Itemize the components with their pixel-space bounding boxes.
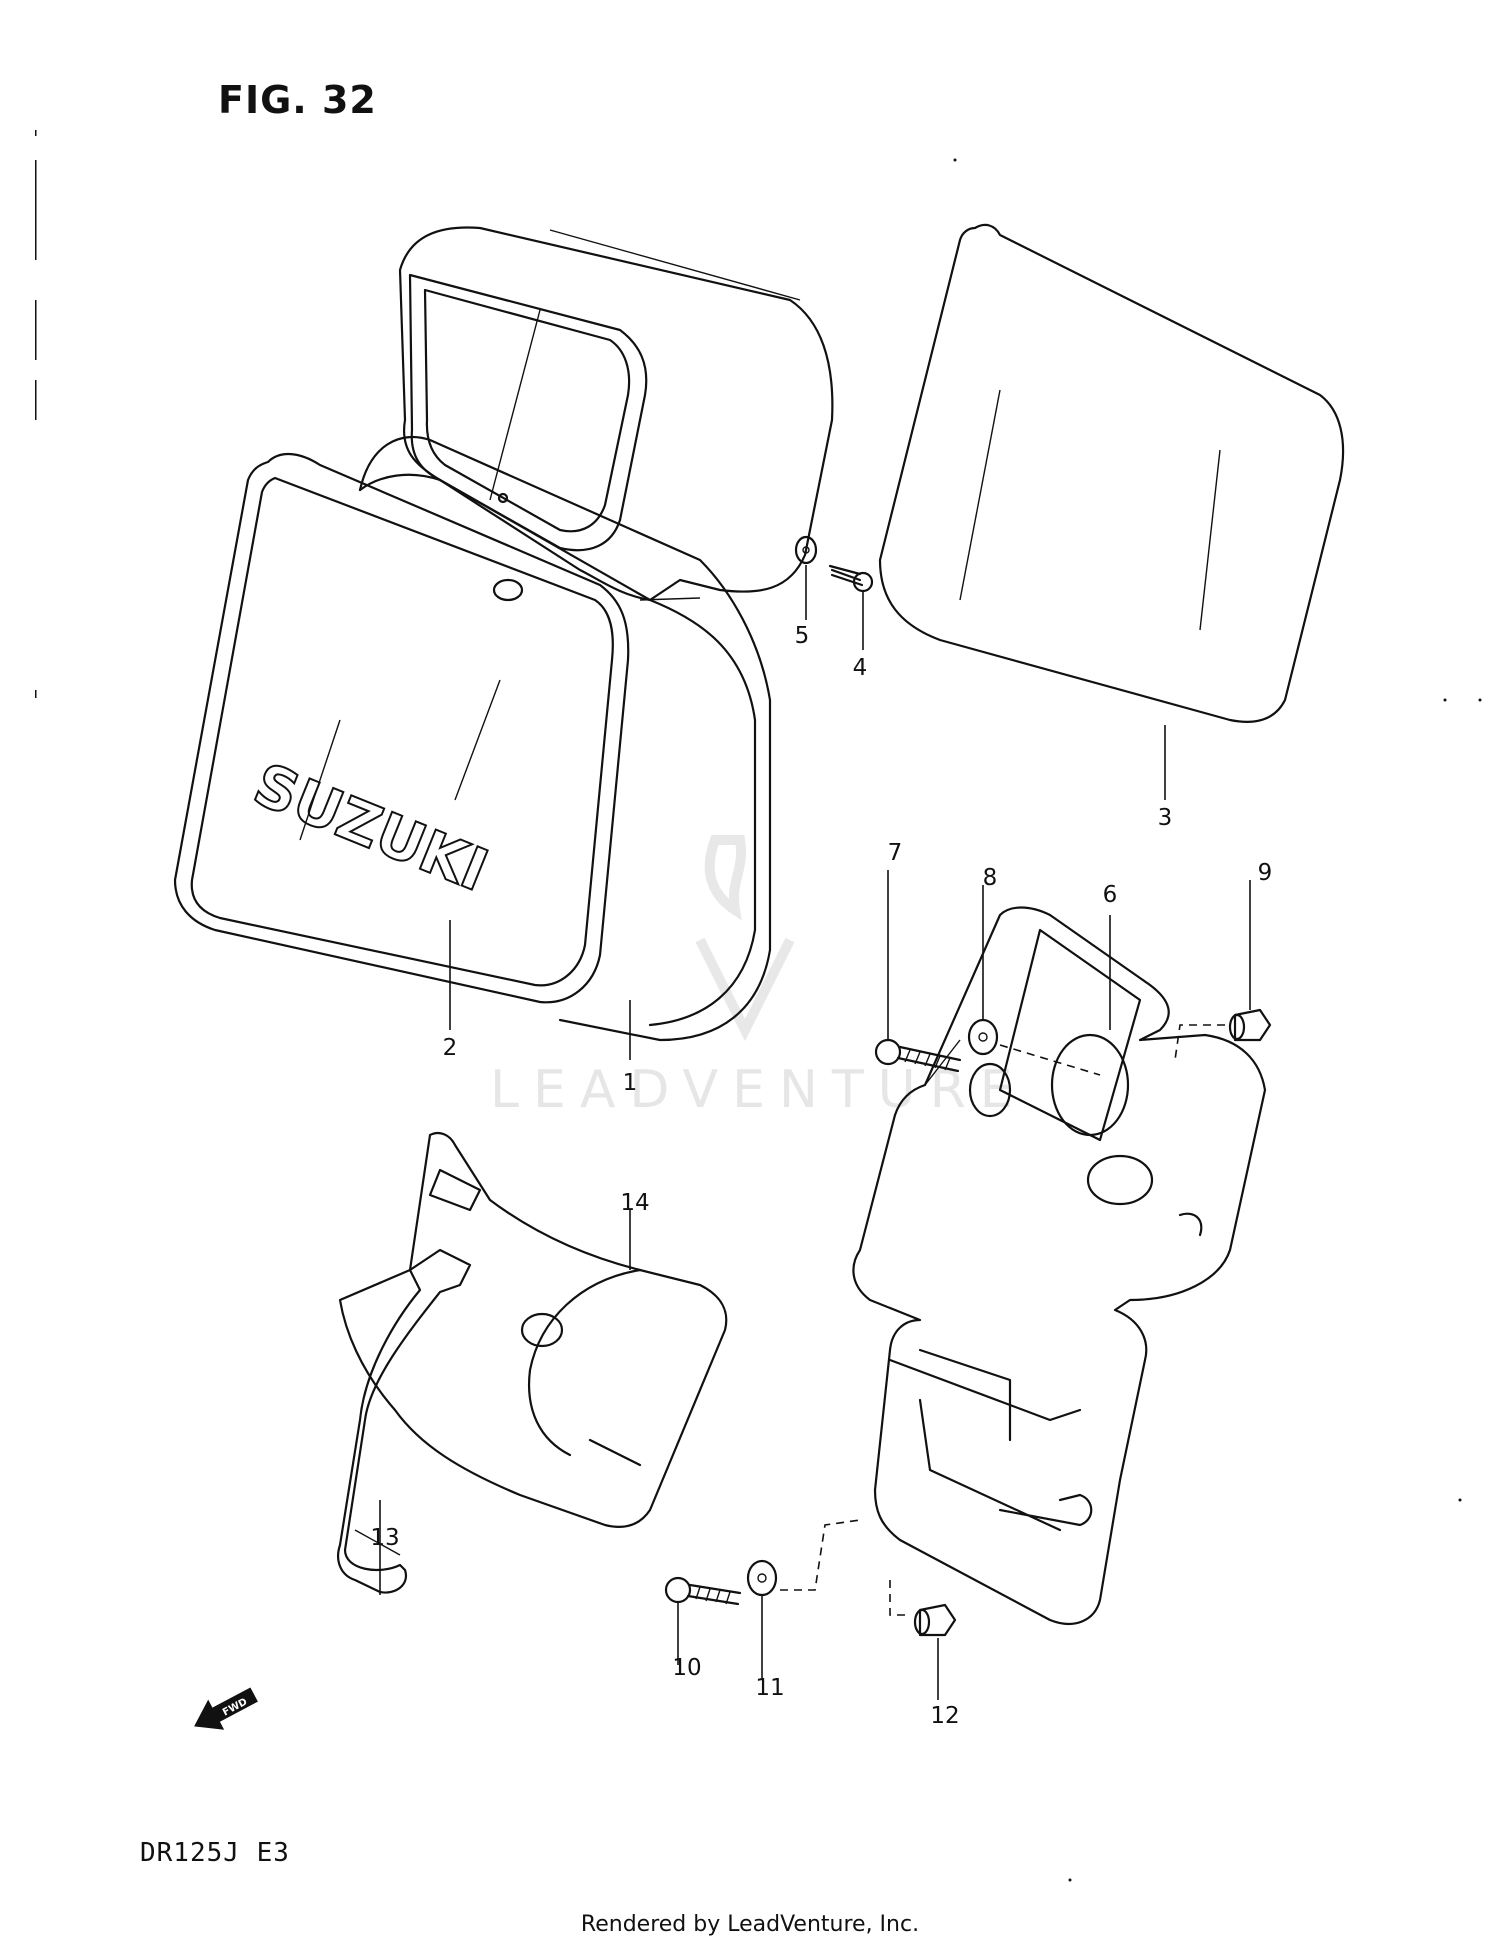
callout-8: 8 [983,865,998,891]
part-4-screw [828,564,874,650]
callout-3: 3 [1158,805,1173,831]
footer-credit: Rendered by LeadVenture, Inc. [580,1912,920,1937]
part-2-front-plate-cover: SUZUKI [173,453,630,1004]
fwd-arrow-icon: FWD [194,1687,258,1730]
model-code: DR125J E3 [140,1838,290,1868]
callout-10: 10 [672,1655,701,1681]
callout-4: 4 [853,655,868,681]
callout-6: 6 [1103,882,1118,908]
part-1-headlight-bezel [398,226,834,602]
part-5-washer [794,535,818,620]
suzuki-logo: SUZUKI [245,750,497,905]
part-1-headlight-housing [358,435,772,1042]
scan-marks [35,130,1482,1882]
callout-13: 13 [370,1525,399,1551]
part-7-bolt [874,870,962,1073]
part-12-cap-nut [889,1575,957,1700]
callout-11: 11 [755,1675,784,1701]
part-3-visor-lens [878,223,1345,800]
watermark-logo-icon [695,835,795,1042]
callout-2: 2 [443,1035,458,1061]
callout-9: 9 [1258,860,1273,886]
part-13-strap [337,1248,472,1595]
part-6-headlight-bracket [852,906,1267,1625]
part-10-bolt [664,1576,742,1665]
part-11-washer [746,1519,861,1680]
callout-5: 5 [795,623,810,649]
callout-12: 12 [930,1703,959,1729]
watermark: LEADVENTURE [490,1060,1027,1120]
figure-title: FIG. 32 [218,78,377,122]
callout-14: 14 [620,1190,649,1216]
part-9-cap-nut [1174,880,1272,1061]
callout-7: 7 [888,840,903,866]
part-8-washer [967,885,1101,1076]
part-14-side-cover [338,1131,728,1528]
callout-1: 1 [623,1070,638,1096]
